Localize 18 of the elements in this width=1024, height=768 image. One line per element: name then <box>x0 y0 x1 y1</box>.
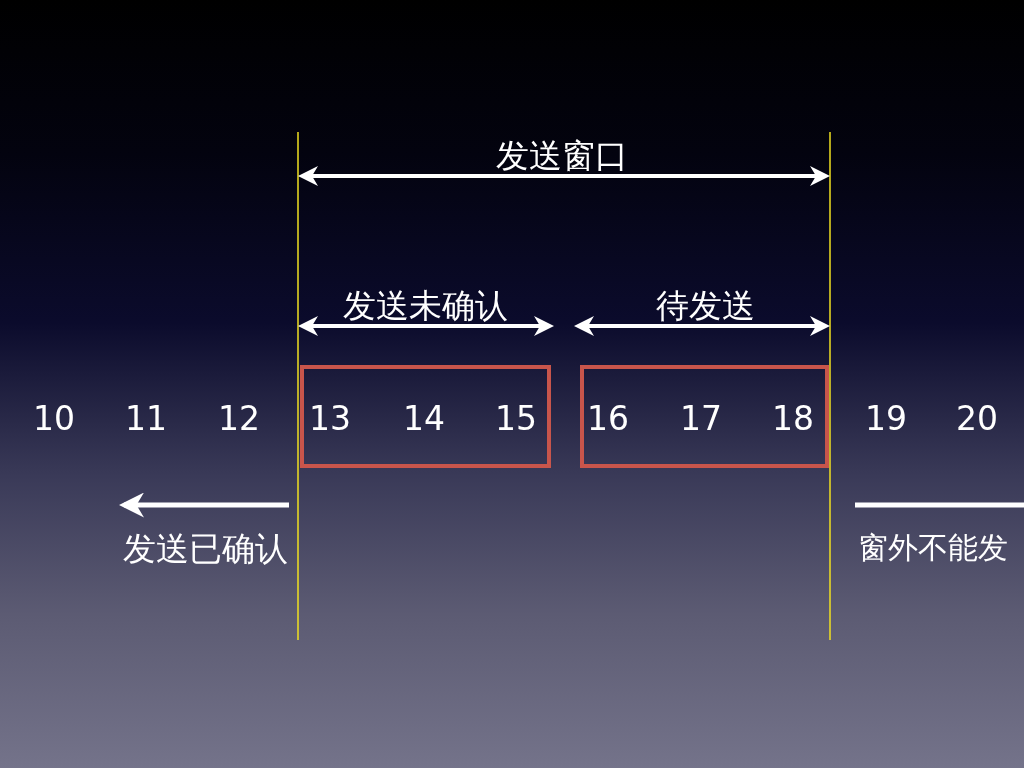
window-segment-box <box>580 365 829 468</box>
dimension-label: 待发送 <box>655 288 755 322</box>
arrow-label: 发送已确认 <box>122 531 288 565</box>
arrow-label: 窗外不能发 <box>858 533 1008 563</box>
sequence-number: 20 <box>956 401 998 435</box>
window-segment-box <box>300 365 551 468</box>
sequence-number: 14 <box>403 401 445 434</box>
sequence-number: 10 <box>33 401 75 435</box>
dimension-label: 发送未确认 <box>342 288 508 322</box>
sequence-number: 17 <box>680 401 722 434</box>
sequence-number: 12 <box>218 401 260 435</box>
sequence-number: 11 <box>125 401 167 435</box>
sequence-number: 13 <box>309 401 351 434</box>
dimension-label: 发送窗口 <box>496 138 628 172</box>
sequence-number: 18 <box>772 401 814 434</box>
sequence-number: 16 <box>587 401 629 434</box>
sequence-number: 15 <box>495 401 537 434</box>
sequence-number: 19 <box>865 401 907 435</box>
